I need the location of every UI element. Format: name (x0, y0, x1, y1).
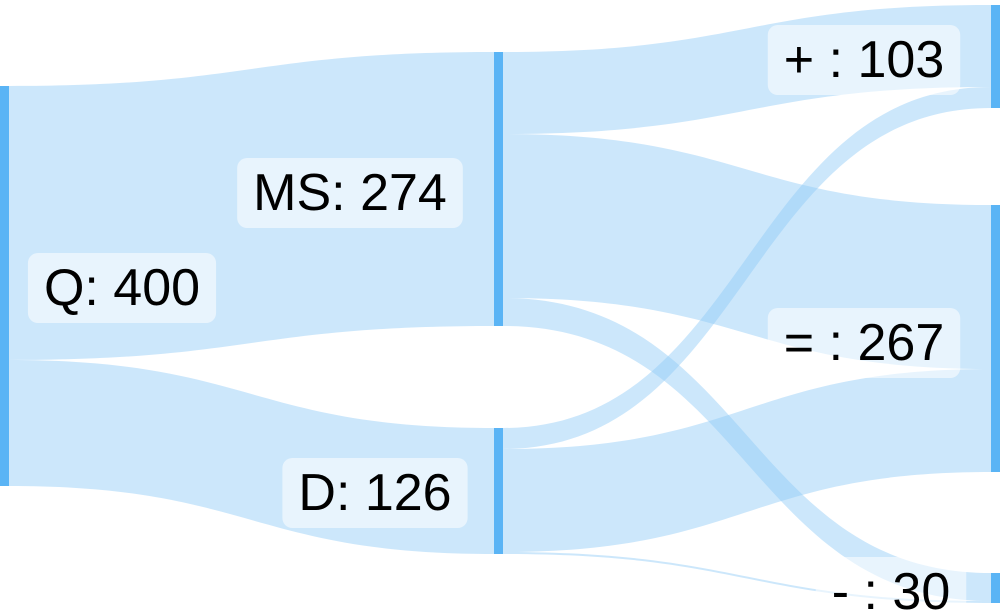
node-label-D: D: 126 (282, 458, 468, 528)
node-label-MS: MS: 274 (237, 158, 463, 228)
node-bar-plus (991, 5, 1000, 108)
node-label-bg-Q (27, 253, 217, 323)
node-label-bg-minus (815, 557, 967, 613)
node-label-bg-eq (767, 308, 961, 378)
node-label-text-D: D: 126 (298, 464, 451, 522)
node-label-plus: + : 103 (767, 25, 961, 95)
node-bar-Q (0, 86, 9, 486)
node-label-Q: Q: 400 (27, 253, 217, 323)
node-bar-MS (494, 52, 503, 326)
node-bar-D (494, 428, 503, 554)
node-label-bg-MS (237, 158, 463, 228)
link-D-minus (503, 552, 991, 603)
node-label-text-MS: MS: 274 (253, 164, 447, 222)
node-label-text-plus: + : 103 (784, 31, 944, 89)
nodes-layer (0, 5, 1000, 603)
link-D-eq (503, 369, 991, 552)
node-label-text-Q: Q: 400 (44, 259, 200, 317)
node-label-bg-D (282, 458, 468, 528)
node-label-minus: - : 30 (815, 557, 967, 613)
link-D-plus (503, 87, 991, 449)
labels-layer: Q: 400 MS: 274 D: 126 + : 103 = : 267 - : 30 (27, 25, 967, 613)
node-bar-minus (991, 573, 1000, 603)
node-bar-eq (991, 205, 1000, 472)
node-label-text-minus: - : 30 (832, 563, 951, 613)
node-label-bg-plus (767, 25, 961, 95)
node-label-text-eq: = : 267 (784, 314, 944, 372)
link-MS-minus (503, 298, 991, 601)
node-label-eq: = : 267 (767, 308, 961, 378)
